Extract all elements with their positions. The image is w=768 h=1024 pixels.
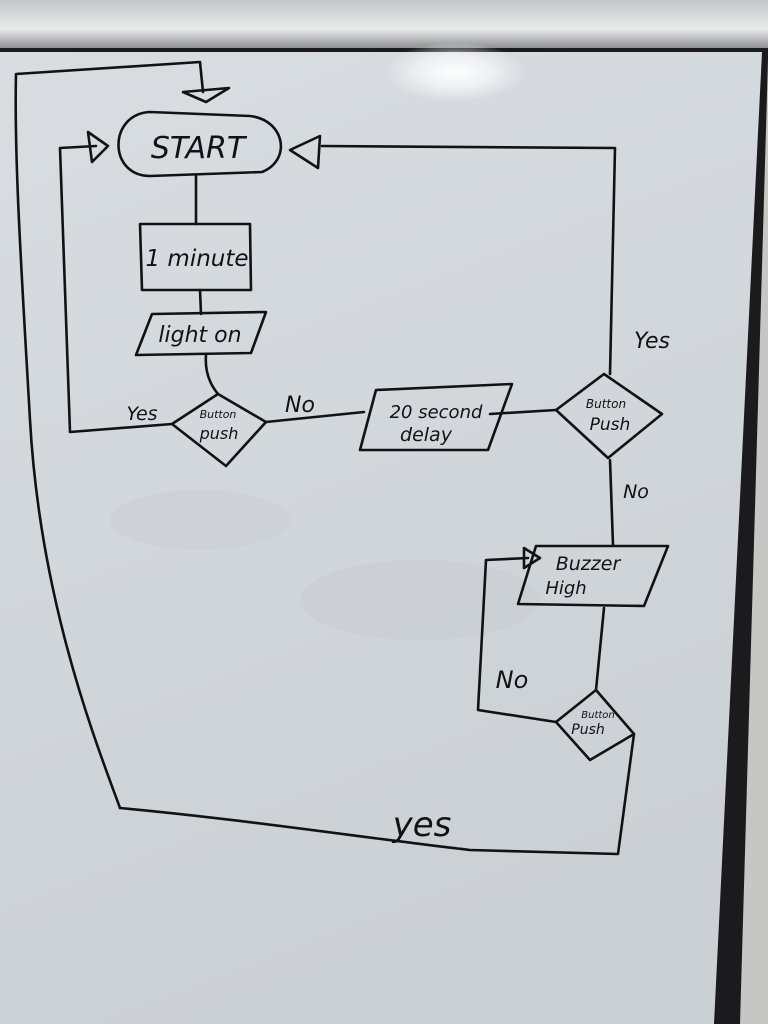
arrowhead-start-left [86,130,110,164]
process-one-minute [138,222,253,292]
board-top-rail [0,0,768,48]
delay-line1: 20 second [390,402,483,423]
light-glare [385,42,525,102]
io-light-on [134,310,268,357]
connector-no-to-delay [264,410,366,424]
io-buzzer-high [516,544,670,608]
decision2-line1: Button [586,397,626,411]
buzzer-line2: High [545,578,586,599]
light-on-label: light on [158,323,241,348]
edge-yes-left-label: Yes [126,403,157,425]
decision1-line2: push [199,424,239,443]
edge-no-middle-label: No [285,393,315,418]
decision-button-push-2 [554,372,664,460]
start-label: START [151,131,248,166]
edge-no-right-label: No [623,481,649,503]
arrowhead-top [181,86,231,104]
connector-light-to-decision [204,353,220,396]
connector-minute-to-light [198,288,203,316]
arrowhead-start-right [288,134,322,170]
decision-button-push-1 [170,392,268,468]
connector-buzzer-to-decision3 [594,606,606,692]
decision-button-push-3 [554,688,636,762]
connector-yes3-bottom [118,732,636,856]
smudge [300,560,540,640]
edge-yes-right-label: Yes [634,329,670,354]
edge-yes-bottom-label: yes [392,805,452,845]
smudge [110,490,290,550]
connector-no-loop [476,556,558,724]
outer-loop-connector [14,60,205,810]
buzzer-line1: Buzzer [556,553,622,575]
edge-no-loop-label: No [496,666,529,694]
delay-line2: delay [400,424,453,446]
connector-no2-to-buzzer [608,458,615,547]
decision3-line2: Push [571,722,604,738]
connector-yes2-to-start [320,144,617,376]
board-surface [0,52,762,1024]
decision1-line1: Button [200,408,237,421]
connector-yes-to-start [58,144,174,434]
start-terminator [117,110,283,178]
decision2-line2: Push [590,415,631,435]
io-delay [358,382,514,452]
one-minute-label: 1 minute [145,246,248,272]
decision3-line1: Button [581,710,615,721]
